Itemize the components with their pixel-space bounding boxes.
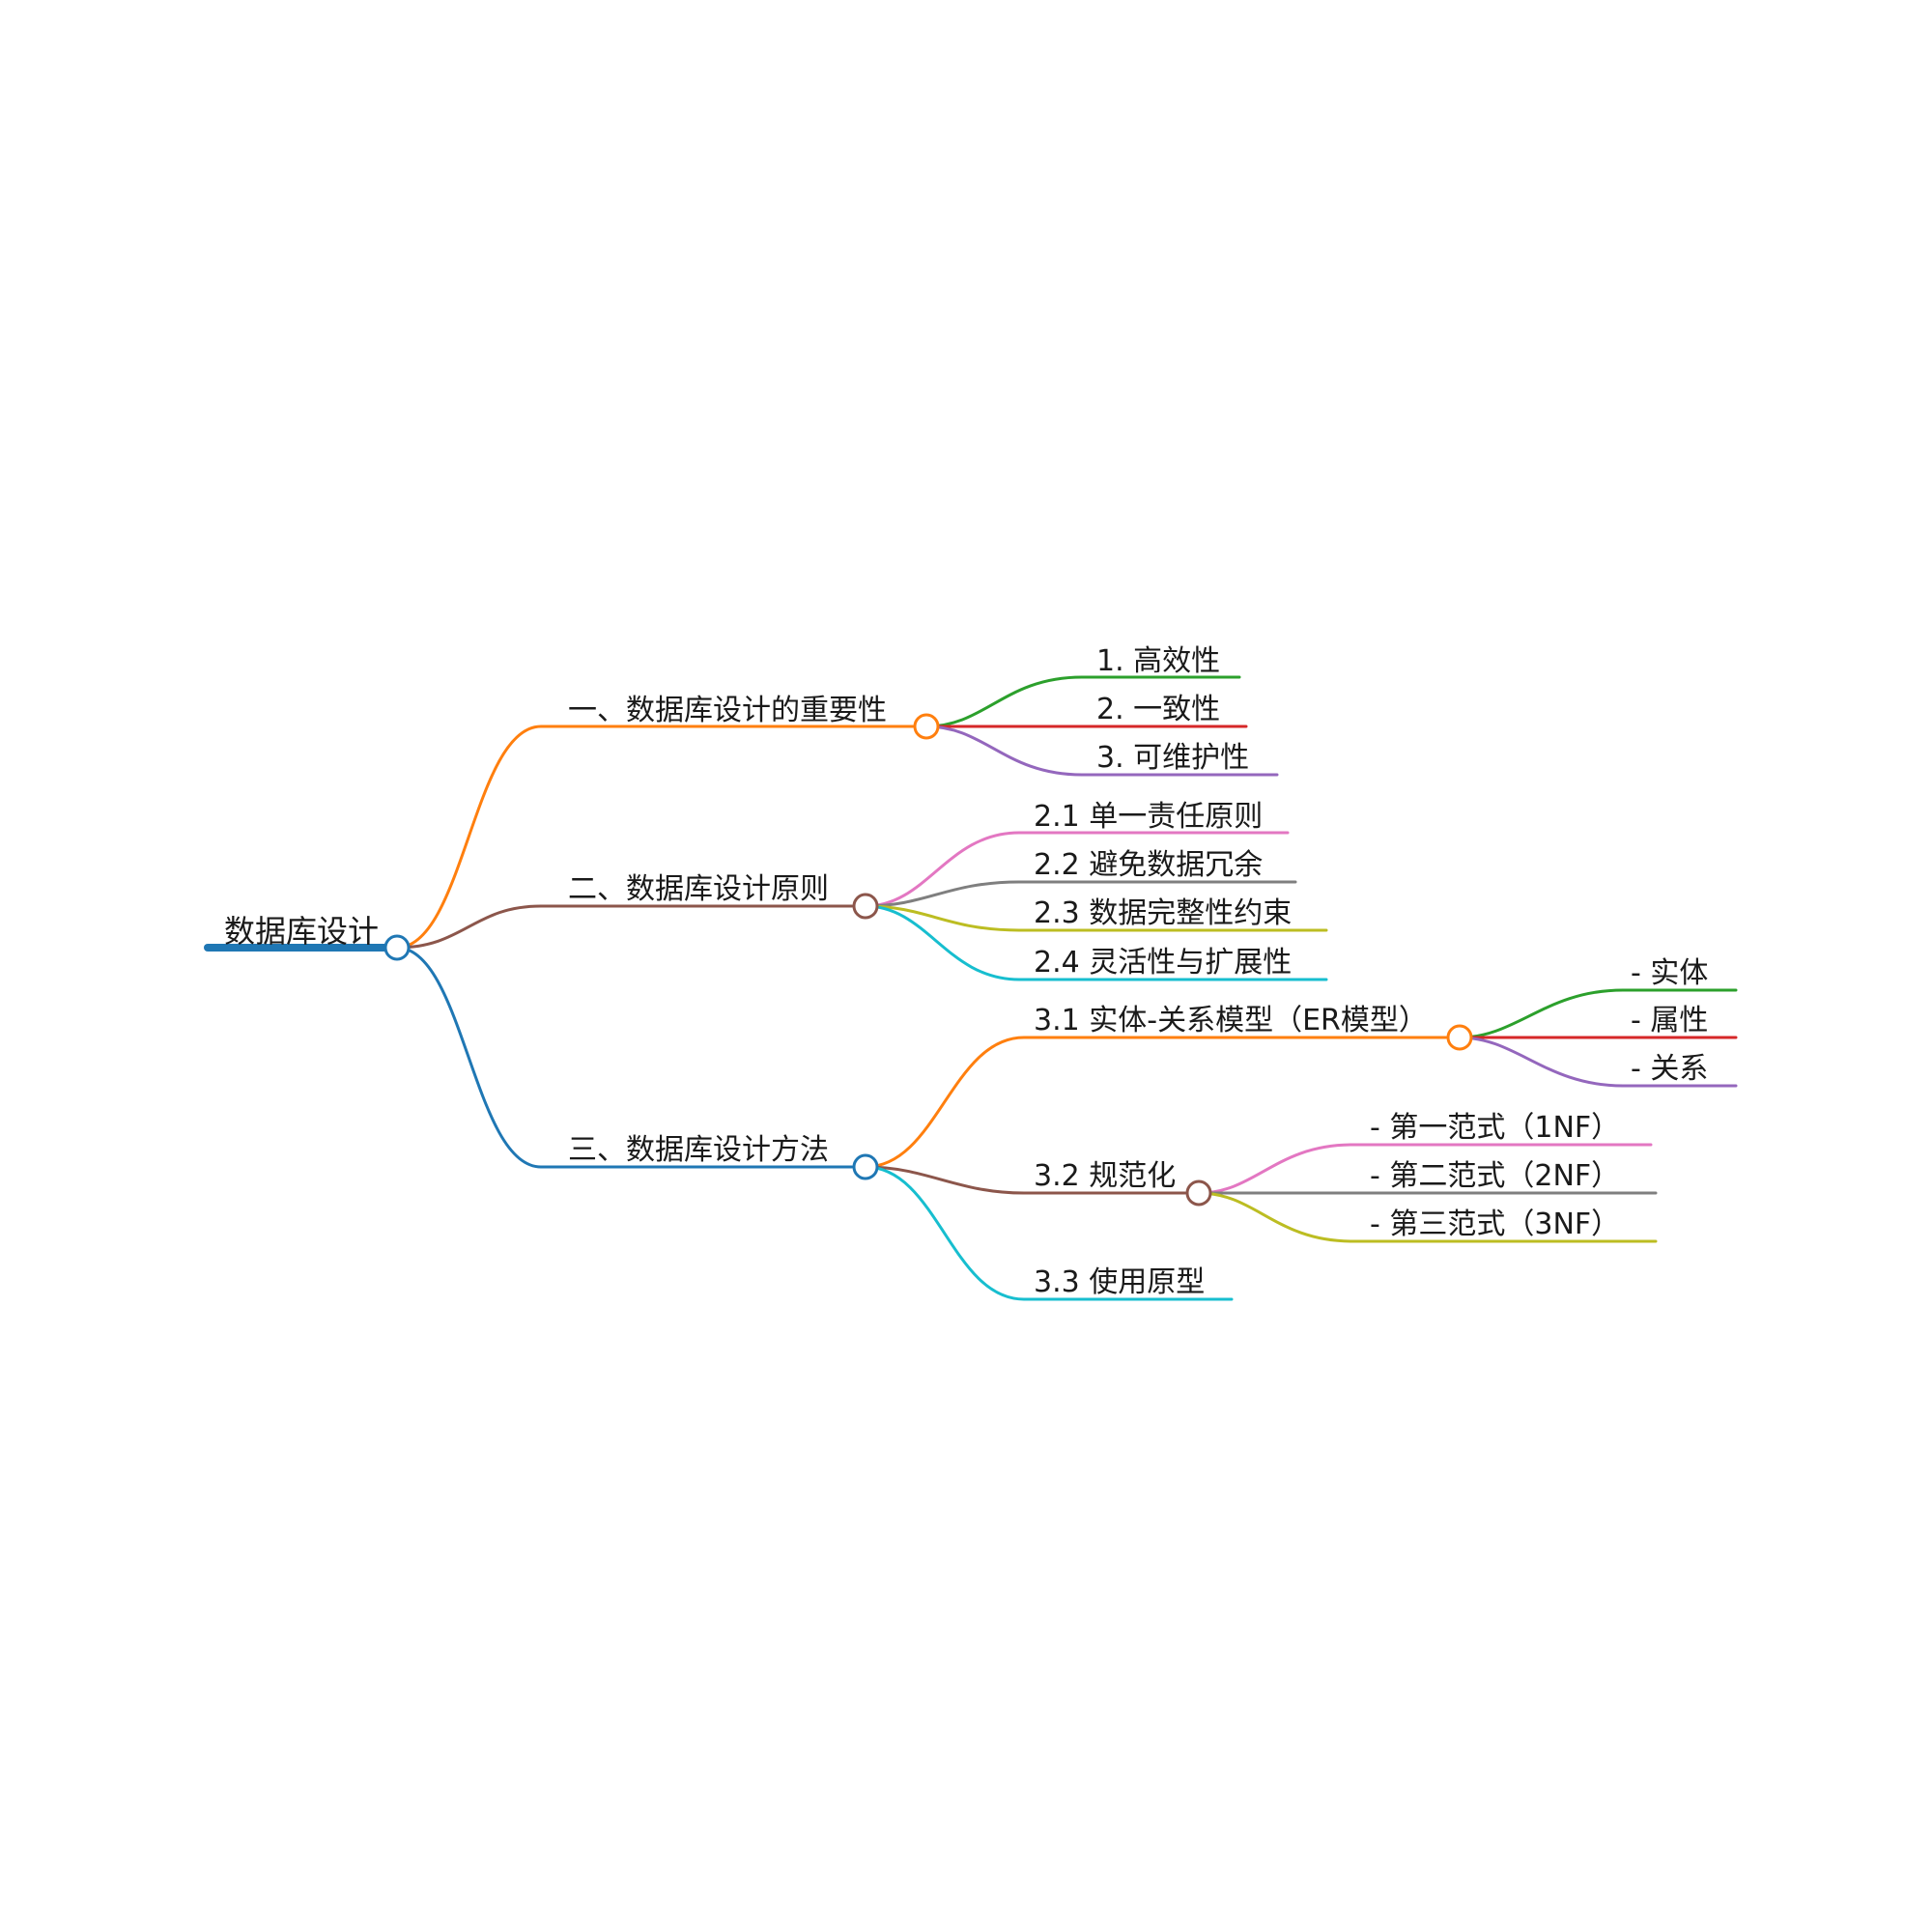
s2-item-1-label: 2.1 单一责任原则 xyxy=(1034,800,1263,834)
edge-s1-c1 xyxy=(924,675,1241,728)
s1-item-3-label: 3. 可维护性 xyxy=(1096,741,1249,775)
edge-root-section-3 xyxy=(395,946,854,1169)
edge-s2-c3 xyxy=(864,904,1328,932)
section-3-label: 三、数据库设计方法 xyxy=(568,1133,829,1167)
s2-item-3-label: 2.3 数据完整性约束 xyxy=(1034,896,1292,930)
nf1-label: - 第一范式（1NF） xyxy=(1370,1111,1620,1145)
root-label: 数据库设计 xyxy=(224,913,379,950)
edge-s1-c3 xyxy=(924,724,1279,777)
er-model-label: 3.1 实体-关系模型（ER模型） xyxy=(1034,1004,1428,1037)
edges xyxy=(204,675,1738,1301)
section-1-node-circle[interactable] xyxy=(913,713,940,740)
edge-norm-c1 xyxy=(1197,1143,1653,1195)
nf2-label: - 第二范式（2NF） xyxy=(1370,1159,1620,1193)
section-2-node-circle[interactable] xyxy=(852,893,879,920)
edge-s2-c4 xyxy=(864,904,1328,981)
root-node-circle[interactable] xyxy=(384,934,411,961)
node-labels: 数据库设计 一、数据库设计的重要性 二、数据库设计原则 三、数据库设计方法 1.… xyxy=(224,644,1708,1299)
edge-er-c1 xyxy=(1458,988,1738,1039)
s2-item-2-label: 2.2 避免数据冗余 xyxy=(1034,848,1263,882)
nf3-label: - 第三范式（3NF） xyxy=(1370,1208,1620,1241)
section-3-node-circle[interactable] xyxy=(852,1153,879,1180)
edge-s3-c2 xyxy=(864,1165,1187,1195)
er-model-node-circle[interactable] xyxy=(1446,1024,1473,1051)
edge-root-section-2 xyxy=(395,904,854,950)
prototype-label: 3.3 使用原型 xyxy=(1034,1265,1205,1299)
s2-item-4-label: 2.4 灵活性与扩展性 xyxy=(1034,946,1292,980)
s1-item-2-label: 2. 一致性 xyxy=(1096,693,1220,726)
s1-item-1-label: 1. 高效性 xyxy=(1096,644,1220,678)
node-circles xyxy=(384,713,1473,1207)
edge-s2-c1 xyxy=(864,831,1290,908)
edge-s2-c2 xyxy=(864,880,1297,908)
er-relation-label: - 关系 xyxy=(1631,1052,1708,1086)
section-1-label: 一、数据库设计的重要性 xyxy=(568,694,887,727)
edge-s3-c3 xyxy=(864,1165,1234,1301)
edge-er-c3 xyxy=(1458,1036,1738,1088)
er-entity-label: - 实体 xyxy=(1631,956,1708,990)
edge-root-section-1 xyxy=(395,724,915,950)
edge-norm-c3 xyxy=(1197,1191,1658,1243)
edge-s3-c1 xyxy=(864,1036,1448,1169)
section-2-label: 二、数据库设计原则 xyxy=(568,872,829,906)
normalization-label: 3.2 规范化 xyxy=(1034,1159,1176,1193)
normalization-node-circle[interactable] xyxy=(1185,1179,1212,1207)
er-attribute-label: - 属性 xyxy=(1631,1004,1708,1037)
